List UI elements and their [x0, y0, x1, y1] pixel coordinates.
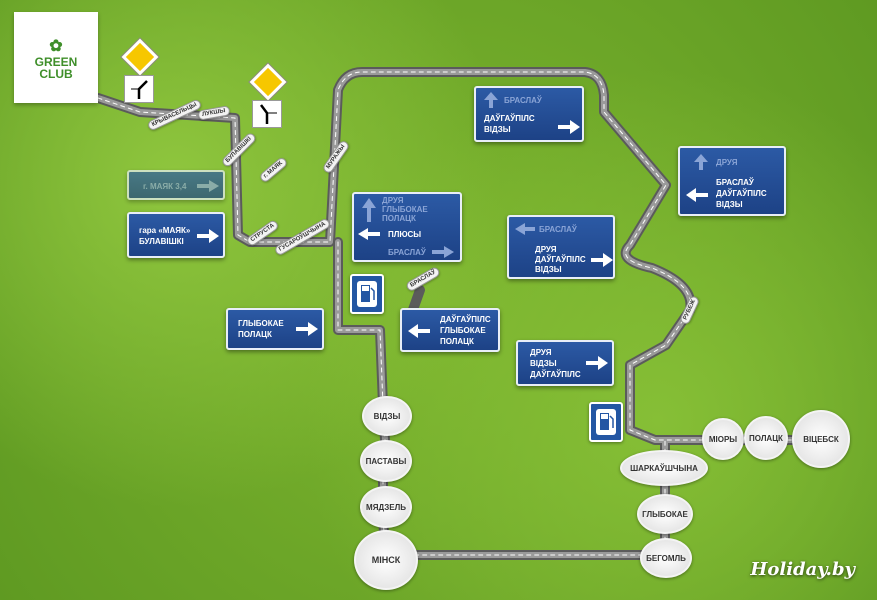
sign-top-right-up: БРАСЛАЎ — [504, 96, 542, 105]
city-miory[interactable]: МІОРЫ — [702, 418, 744, 460]
sign-mid-right-line1: ДРУЯ — [535, 245, 557, 254]
sign-gara-mayak[interactable]: гара «МАЯК» БУЛАВІШКІ — [127, 212, 225, 258]
sign-right-line1: БРАСЛАЎ — [716, 178, 754, 187]
sign-mayak-text: г. МАЯК 3,4 — [143, 182, 187, 191]
city-begoml[interactable]: БЕГОМЛЬ — [640, 538, 692, 578]
city-sharkaushchyna[interactable]: ШАРКАЎШЧЫНА — [620, 450, 708, 486]
city-myadzel[interactable]: МЯДЗЕЛЬ — [360, 486, 412, 528]
sign-dgp-line2: ГЛЫБОКАЕ — [440, 326, 486, 335]
sign-dgp-line1: ДАЎГАЎПІЛС — [440, 315, 491, 324]
sign-glybokae-polatsk-line2: ПОЛАЦК — [238, 330, 272, 339]
sign-lower-right-line3: ДАЎГАЎПІЛС — [530, 370, 581, 379]
sign-mayak-distance[interactable]: г. МАЯК 3,4 — [127, 170, 225, 200]
sign-top-right-line2: ВІДЗЫ — [484, 125, 511, 134]
arrow-right-icon — [558, 120, 580, 134]
sign-mid-right-left: БРАСЛАЎ — [539, 225, 577, 234]
arrow-up-icon — [694, 154, 708, 170]
city-begoml-label: БЕГОМЛЬ — [646, 553, 686, 563]
city-glybokae[interactable]: ГЛЫБОКАЕ — [637, 494, 693, 534]
sign-top-right[interactable]: БРАСЛАЎ ДАЎГАЎПІЛС ВІДЗЫ — [474, 86, 584, 142]
sign-dgp-line3: ПОЛАЦК — [440, 337, 474, 346]
sign-center-right: БРАСЛАЎ — [388, 248, 426, 257]
arrow-left-icon — [515, 223, 535, 235]
arrow-right-icon — [591, 253, 613, 267]
arrow-right-icon — [197, 180, 219, 192]
arrow-right-icon — [432, 246, 454, 258]
arrow-up-icon — [362, 198, 376, 222]
arrow-up-icon — [484, 92, 498, 108]
sign-right-up: ДРУЯ — [716, 158, 738, 167]
sign-lower-right-line1: ДРУЯ — [530, 348, 552, 357]
city-miory-label: МІОРЫ — [708, 434, 738, 444]
fuel-station-1-icon[interactable] — [350, 274, 384, 314]
sign-right-line2: ДАЎГАЎПІЛС — [716, 189, 767, 198]
city-vitsebsk[interactable]: ВІЦЕБСК — [792, 410, 850, 468]
city-polatsk[interactable]: ПОЛАЦК — [744, 416, 788, 460]
fuel-station-2-icon[interactable] — [589, 402, 623, 442]
city-sharkaushchyna-label: ШАРКАЎШЧЫНА — [630, 463, 698, 473]
arrow-right-icon — [296, 322, 318, 336]
city-vidzy[interactable]: ВІДЗЫ — [362, 396, 412, 436]
sign-lower-right-line2: ВІДЗЫ — [530, 359, 557, 368]
arrow-left-icon — [408, 324, 430, 338]
sign-gara-mayak-line2: БУЛАВІШКІ — [139, 237, 184, 246]
sign-center-up1: ДРУЯ — [382, 196, 404, 205]
sign-top-right-line1: ДАЎГАЎПІЛС — [484, 114, 535, 123]
green-club-logo[interactable]: ✿ GREEN CLUB — [14, 12, 98, 103]
sign-center-directions[interactable]: ДРУЯ ГЛЫБОКАЕ ПОЛАЦК ПЛЮСЫ БРАСЛАЎ — [352, 192, 462, 262]
arrow-left-icon — [686, 188, 708, 202]
city-pastavy[interactable]: ПАСТАВЫ — [360, 440, 412, 482]
city-glybokae-label: ГЛЫБОКАЕ — [642, 509, 688, 519]
arrow-right-icon — [197, 229, 219, 243]
sign-daugavpils-glybokae-polatsk[interactable]: ДАЎГАЎПІЛС ГЛЫБОКАЕ ПОЛАЦК — [400, 308, 500, 352]
sign-glybokae-polatsk[interactable]: ГЛЫБОКАЕ ПОЛАЦК — [226, 308, 324, 350]
sign-glybokae-polatsk-line1: ГЛЫБОКАЕ — [238, 319, 284, 328]
city-polatsk-label: ПОЛАЦК — [749, 433, 783, 443]
sign-mid-right[interactable]: БРАСЛАЎ ДРУЯ ДАЎГАЎПІЛС ВІДЗЫ — [507, 215, 615, 279]
sign-center-up3: ПОЛАЦК — [382, 214, 416, 223]
sign-mid-right-line3: ВІДЗЫ — [535, 265, 562, 274]
city-vidzy-label: ВІДЗЫ — [373, 411, 401, 421]
sign-right[interactable]: ДРУЯ БРАСЛАЎ ДАЎГАЎПІЛС ВІДЗЫ — [678, 146, 786, 216]
city-minsk-label: МІНСК — [371, 555, 401, 565]
intersection-plate-1-icon — [124, 75, 154, 103]
logo-line1: GREEN — [34, 54, 78, 69]
sign-center-left: ПЛЮСЫ — [388, 230, 422, 239]
sign-gara-mayak-line1: гара «МАЯК» — [139, 226, 191, 235]
tree-icon: ✿ — [49, 37, 63, 55]
arrow-right-icon — [586, 356, 608, 370]
city-pastavy-label: ПАСТАВЫ — [365, 456, 407, 466]
sign-right-line3: ВІДЗЫ — [716, 200, 743, 209]
sign-lower-right[interactable]: ДРУЯ ВІДЗЫ ДАЎГАЎПІЛС — [516, 340, 614, 386]
sign-center-up2: ГЛЫБОКАЕ — [382, 205, 428, 214]
city-myadzel-label: МЯДЗЕЛЬ — [366, 502, 406, 512]
city-minsk[interactable]: МІНСК — [354, 530, 418, 590]
city-vitsebsk-label: ВІЦЕБСК — [803, 434, 839, 444]
arrow-left-icon — [358, 228, 380, 240]
sign-mid-right-line2: ДАЎГАЎПІЛС — [535, 255, 586, 264]
intersection-plate-2-icon — [252, 100, 282, 128]
logo-line2: CLUB — [39, 66, 73, 81]
holiday-watermark: Holiday.by — [750, 559, 855, 580]
